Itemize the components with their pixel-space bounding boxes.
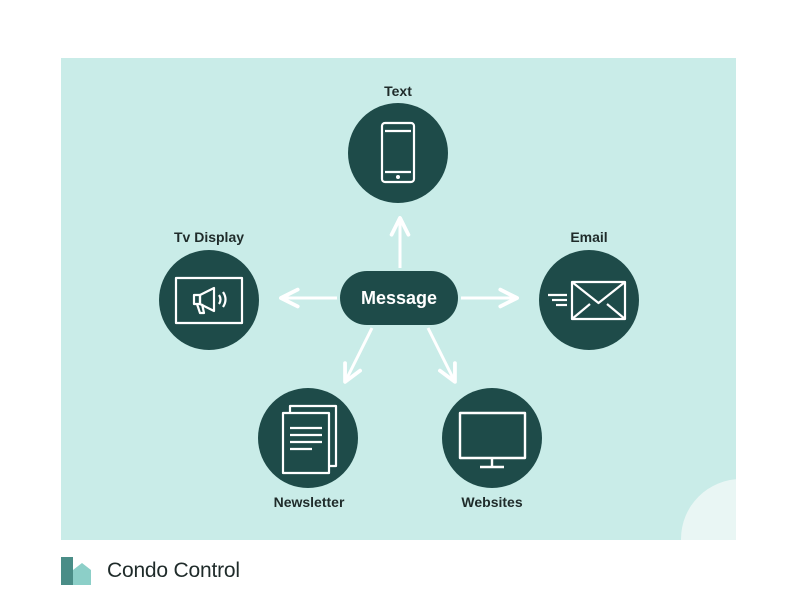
node-tv-display — [159, 250, 259, 350]
smartphone-icon — [380, 121, 416, 184]
node-email — [539, 250, 639, 350]
arrow-to-newsletter — [343, 327, 374, 384]
node-websites — [442, 388, 542, 488]
label-websites: Websites — [461, 494, 523, 510]
condo-control-logo — [61, 557, 91, 585]
monitor-icon — [458, 411, 527, 469]
message-node: Message — [340, 271, 458, 325]
brand-name: Condo Control — [107, 559, 240, 582]
arrow-to-websites — [426, 327, 457, 384]
label-newsletter: Newsletter — [273, 494, 345, 510]
brand: Condo Control — [61, 556, 240, 586]
tv-megaphone-icon — [174, 276, 244, 325]
label-text: Text — [384, 83, 412, 99]
envelope-icon — [548, 280, 627, 321]
label-tv-display: Tv Display — [173, 229, 245, 245]
label-email: Email — [570, 229, 608, 245]
node-newsletter — [258, 388, 358, 488]
node-text — [348, 103, 448, 203]
documents-icon — [281, 404, 338, 475]
